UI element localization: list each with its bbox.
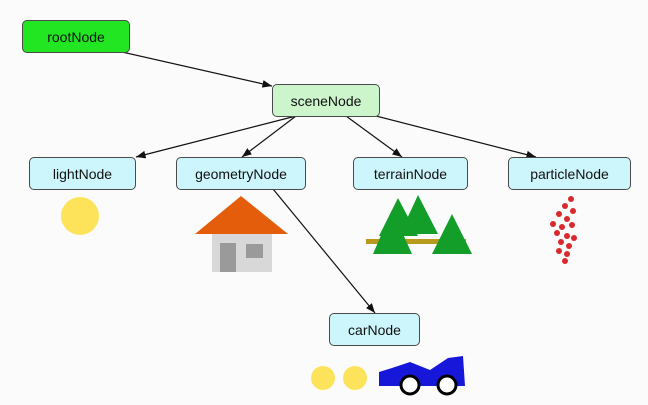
edge-scene-geometry (241, 115, 297, 158)
scene-node[interactable]: sceneNode (272, 84, 380, 117)
terrain-node-label: terrainNode (373, 165, 448, 182)
root-node-label: rootNode (47, 28, 105, 45)
edge-scene-light (135, 115, 297, 159)
edge-root-scene (121, 51, 273, 88)
light-node-label: lightNode (52, 165, 113, 182)
geometry-node[interactable]: geometryNode (176, 157, 306, 190)
light-node[interactable]: lightNode (29, 157, 136, 190)
root-node[interactable]: rootNode (22, 20, 130, 53)
car-node[interactable]: carNode (329, 313, 420, 346)
particle-node[interactable]: particleNode (508, 157, 631, 190)
terrain-node[interactable]: terrainNode (353, 157, 468, 190)
race-car-icon (379, 356, 465, 396)
particles-icon (550, 196, 577, 264)
sun-icon (61, 197, 99, 235)
edge-scene-particle (375, 115, 537, 159)
trees-icon (366, 195, 472, 254)
particle-node-label: particleNode (530, 165, 609, 182)
edge-geometry-car (272, 188, 376, 314)
geometry-node-label: geometryNode (195, 165, 287, 182)
edge-scene-terrain (345, 115, 403, 158)
scene-node-label: sceneNode (290, 92, 362, 109)
car-node-label: carNode (348, 321, 401, 338)
house-icon (195, 196, 288, 272)
wheels-icon (311, 366, 367, 390)
